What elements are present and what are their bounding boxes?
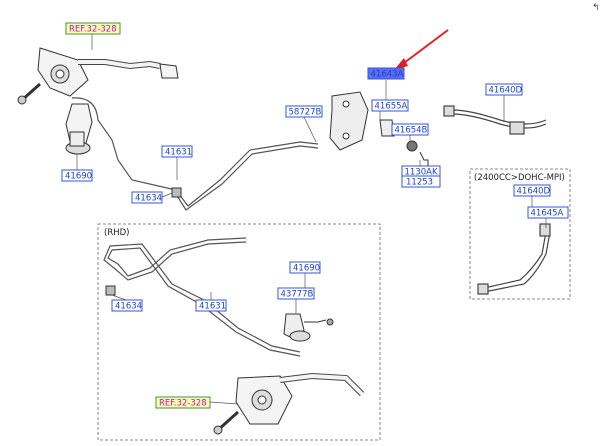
label-41655A-box[interactable] xyxy=(371,99,409,112)
label-41634-rhd-box[interactable] xyxy=(111,299,143,312)
label-11253[interactable]: 11253 xyxy=(406,178,433,188)
rhd-note: (RHD) xyxy=(104,228,129,238)
pipe-41631-top xyxy=(175,141,319,211)
ref-label-bottom[interactable]: REF.32-328 xyxy=(159,399,207,409)
label-41634-top-box[interactable] xyxy=(131,191,163,204)
hose-41640D-engine xyxy=(477,223,551,295)
clip-41634-rhd xyxy=(105,285,116,296)
rhd-group-box xyxy=(97,223,381,441)
label-1130AK[interactable]: 1130AK xyxy=(405,168,438,178)
release-cylinder-rhd xyxy=(283,313,334,342)
master-cylinder-top xyxy=(17,47,179,191)
pipe-41631-rhd xyxy=(103,237,301,357)
highlight-arrow xyxy=(394,29,449,70)
clip-41634-top xyxy=(171,187,182,198)
label-41690-top[interactable]: 41690 xyxy=(65,172,92,182)
label-41631-top[interactable]: 41631 xyxy=(165,148,192,158)
label-41655A[interactable]: 41655A xyxy=(375,102,408,112)
label-41654B[interactable]: 41654B xyxy=(395,126,428,136)
label-41634-top[interactable]: 41634 xyxy=(135,194,162,204)
label-41631-rhd[interactable]: 41631 xyxy=(199,302,226,312)
engine-note: (2400CC>DOHC-MPI) xyxy=(474,173,565,183)
label-41643A[interactable]: 41643A xyxy=(371,70,404,80)
ref-box-bottom[interactable] xyxy=(155,396,211,409)
label-41640D-box[interactable]: 41640D xyxy=(517,187,551,197)
master-cylinder-rhd xyxy=(213,372,365,435)
corner-marker-icon: ↰ xyxy=(592,3,600,13)
label-11253-box[interactable] xyxy=(401,175,441,188)
label-41690-rhd[interactable]: 41690 xyxy=(293,264,320,274)
label-41645A[interactable]: 41645A xyxy=(531,209,564,219)
ref-box-top[interactable] xyxy=(65,22,121,35)
label-41634-rhd[interactable]: 41634 xyxy=(115,302,142,312)
label-41645A-box[interactable] xyxy=(527,206,569,219)
label-41640D-top[interactable]: 41640D xyxy=(489,86,523,96)
label-58727B[interactable]: 58727B xyxy=(289,108,322,118)
release-cylinder-top xyxy=(69,131,85,147)
clutch-bracket xyxy=(329,91,429,168)
label-41643A-box[interactable] xyxy=(367,67,405,80)
hose-41640D-top xyxy=(443,105,547,135)
label-43777B[interactable]: 43777B xyxy=(281,290,314,300)
leader-lines xyxy=(76,34,547,405)
ref-label-top[interactable]: REF.32-328 xyxy=(69,25,117,35)
engine-group-box xyxy=(469,168,571,300)
